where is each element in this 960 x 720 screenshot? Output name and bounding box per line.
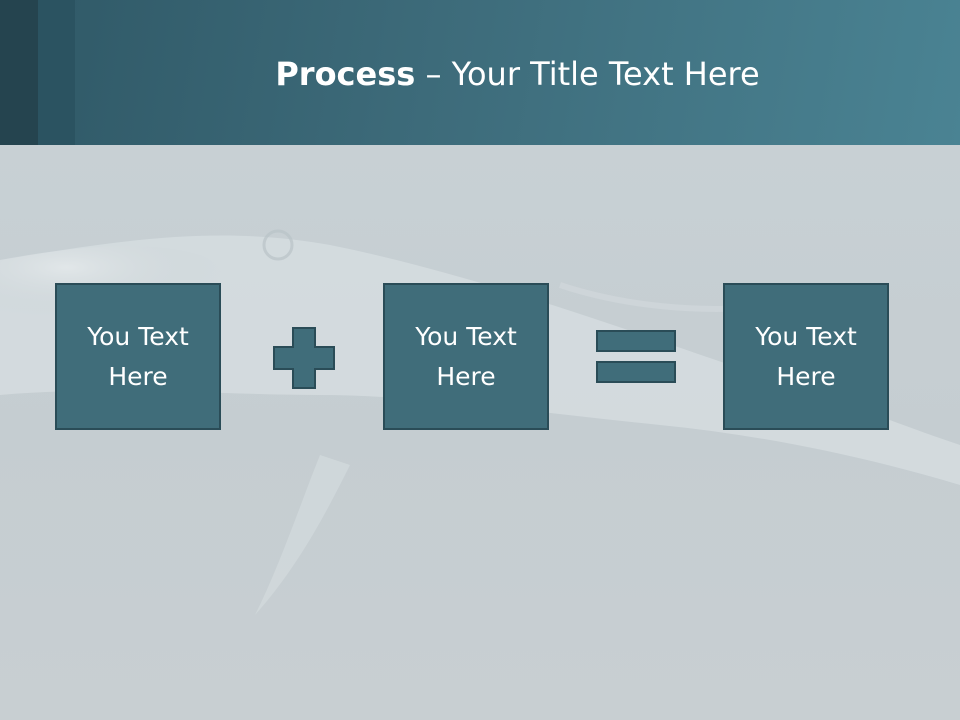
process-box-label: You Text Here [755, 321, 857, 391]
process-box-label: You Text Here [415, 321, 517, 391]
title-bold: Process [275, 55, 416, 93]
process-box-label: You Text Here [87, 321, 189, 391]
process-box-2: You Text Here [383, 283, 549, 430]
header-accent-strip [0, 0, 38, 145]
process-box-3: You Text Here [723, 283, 889, 430]
slide-title: Process – Your Title Text Here [75, 52, 960, 96]
plus-icon [273, 327, 335, 389]
equals-icon [596, 330, 676, 383]
title-rest: – Your Title Text Here [415, 55, 760, 93]
title-bar: Process – Your Title Text Here [0, 0, 960, 145]
process-box-1: You Text Here [55, 283, 221, 430]
shark-background-image [0, 229, 960, 615]
header-accent-strip [38, 0, 75, 145]
